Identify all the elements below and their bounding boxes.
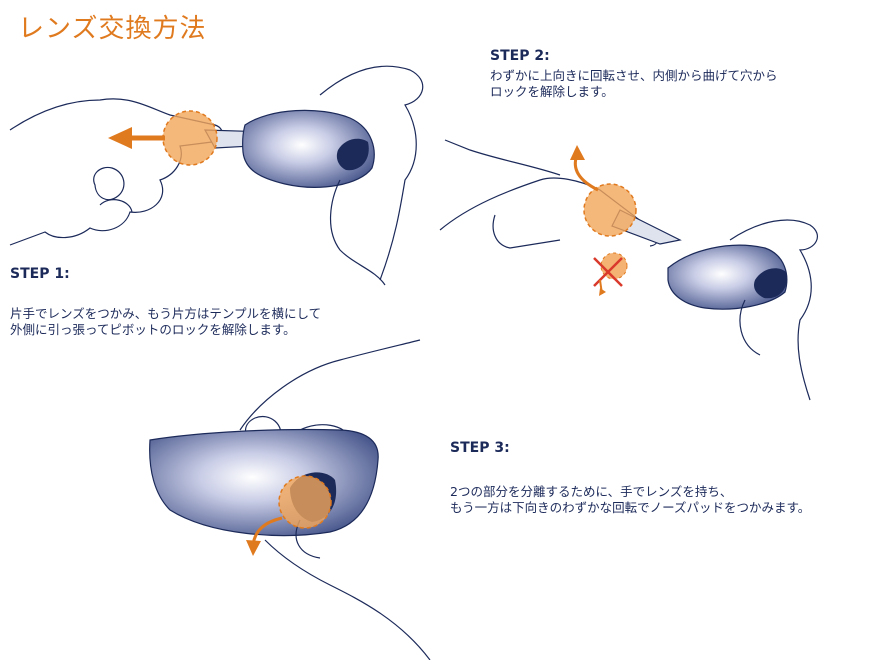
- step2-line: ロックを解除します。: [490, 84, 614, 99]
- step1-right-hand: [319, 65, 424, 286]
- step3-illustration: [149, 339, 431, 660]
- step3-line: もう一方は下向きのわずかな回転でノーズパッドをつかみます。: [450, 500, 811, 515]
- step2-grip-marker: [583, 183, 637, 237]
- step3-line: 2つの部分を分離するために、手でレンズを持ち、: [450, 484, 733, 499]
- step3-grip-marker: [278, 475, 332, 529]
- step3-lens: [149, 428, 379, 537]
- step1-line: 片手でレンズをつかみ、もう片方はテンプルを横にして: [10, 306, 322, 321]
- page-title: レンズ交換方法: [18, 14, 207, 44]
- step2-cross-icon: [593, 257, 623, 287]
- step3-lower-hand: [264, 519, 431, 660]
- step2-rotate-arrow: [573, 154, 599, 192]
- step1-illustration: [9, 65, 424, 286]
- step2-lens: [667, 244, 788, 310]
- step2-line: わずかに上向きに回転させ、内側から曲げて穴から: [490, 68, 778, 83]
- step2-illustration: [439, 139, 818, 401]
- step3-heading: STEP 3:: [450, 440, 510, 456]
- step2-heading: STEP 2:: [490, 48, 550, 64]
- step1-text: 片手でレンズをつかみ、もう片方はテンプルを横にして 外側に引っ張ってピボットのロ…: [10, 306, 321, 338]
- step2-right-hand: [729, 219, 818, 401]
- step1-grip-marker: [162, 110, 218, 166]
- step1-lens: [242, 109, 375, 188]
- step1-line: 外側に引っ張ってピボットのロックを解除します。: [10, 322, 296, 337]
- step3-text: 2つの部分を分離するために、手でレンズを持ち、 もう一方は下向きのわずかな回転で…: [450, 484, 810, 516]
- step2-text: わずかに上向きに回転させ、内側から曲げて穴から ロックを解除します。: [490, 68, 778, 100]
- step1-heading: STEP 1:: [10, 266, 70, 282]
